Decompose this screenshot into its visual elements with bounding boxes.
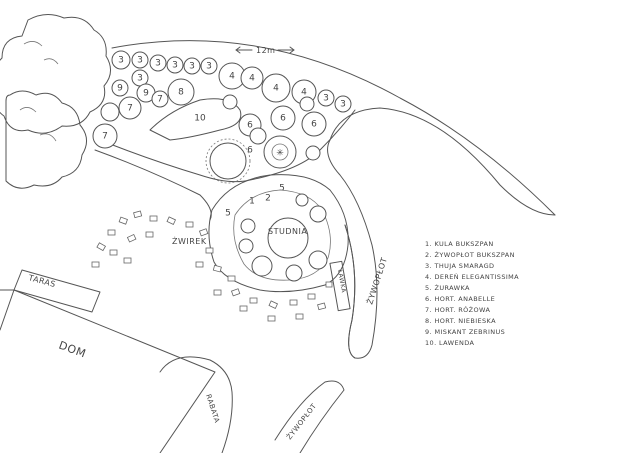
legend-item: 4. DEREŃ ELEGANTISSIMA — [425, 272, 519, 281]
right-path-border-inner — [327, 139, 378, 359]
svg-text:10: 10 — [194, 114, 206, 124]
gravel-stones — [91, 210, 333, 322]
svg-text:3: 3 — [137, 56, 143, 66]
legend-item: 9. MISKANT ZEBRINUS — [425, 328, 505, 336]
svg-text:3: 3 — [118, 56, 124, 66]
terrace — [13, 269, 101, 313]
svg-text:5: 5 — [225, 209, 231, 219]
well-label: STUDNIA — [268, 227, 307, 236]
courtyard-shrubs — [238, 193, 328, 282]
svg-text:7: 7 — [127, 104, 133, 114]
courtyard-inner — [233, 189, 331, 281]
legend-item: 2. ŻYWOPŁOT BUKSZPAN — [425, 250, 515, 259]
svg-text:2: 2 — [265, 194, 271, 204]
svg-text:4: 4 — [229, 72, 235, 82]
bench-label: ŁAWKA — [336, 268, 347, 294]
existing-trees — [0, 14, 111, 189]
svg-text:3: 3 — [189, 62, 195, 72]
svg-text:5: 5 — [279, 184, 285, 194]
miscanthus — [305, 145, 321, 161]
svg-text:3: 3 — [137, 74, 143, 84]
svg-text:6: 6 — [311, 120, 317, 130]
svg-text:3: 3 — [323, 94, 329, 104]
svg-text:3: 3 — [155, 59, 161, 69]
legend-item: 3. THUJA SMARAGD — [425, 262, 494, 270]
svg-text:4: 4 — [249, 74, 255, 84]
legend-item: 1. KULA BUKSZPAN — [425, 240, 494, 248]
top-shrub-row — [92, 50, 352, 149]
svg-text:3: 3 — [172, 61, 178, 71]
svg-text:4: 4 — [273, 84, 279, 94]
legend-item: 10. LAWENDA — [425, 339, 475, 347]
hedge-bottom — [274, 380, 345, 453]
bench — [329, 260, 351, 312]
well — [267, 217, 309, 259]
right-path-border — [329, 107, 556, 216]
plot-boundary — [111, 40, 556, 216]
house-label: DOM — [57, 339, 88, 361]
svg-text:7: 7 — [102, 132, 108, 142]
scale-bar: 12m — [235, 46, 295, 55]
legend-item: 8. HORT. NIEBIESKA — [425, 317, 496, 325]
svg-text:3: 3 — [206, 62, 212, 72]
ornamental-shrub — [263, 135, 297, 169]
legend-item: 7. HORT. RÓŻOWA — [425, 305, 491, 314]
hedge-bottom-label: ŻYWOPŁOT — [284, 401, 318, 441]
svg-text:4: 4 — [301, 88, 307, 98]
svg-text:8: 8 — [178, 88, 184, 98]
terrace-label: TARAS — [27, 273, 57, 289]
svg-text:7: 7 — [157, 95, 163, 105]
gravel-label: ŻWIREK — [172, 236, 207, 246]
bed-border-inner — [149, 98, 242, 141]
lavender-circle — [209, 142, 247, 180]
bed-lower-edge — [94, 149, 212, 221]
svg-text:6: 6 — [280, 114, 286, 124]
svg-text:3: 3 — [340, 100, 346, 110]
svg-text:9: 9 — [117, 84, 123, 94]
svg-text:6: 6 — [247, 121, 253, 131]
hedge-right — [344, 224, 356, 359]
legend: 1. KULA BUKSZPAN 2. ŻYWOPŁOT BUKSZPAN 3.… — [425, 240, 519, 347]
star-icon: ✳ — [276, 149, 284, 159]
svg-text:9: 9 — [143, 89, 149, 99]
scale-label: 12m — [256, 46, 275, 55]
bed-label: RABATA — [204, 393, 221, 424]
svg-text:1: 1 — [249, 197, 255, 207]
legend-item: 5. ŻURAWKA — [425, 283, 470, 292]
svg-text:6: 6 — [247, 146, 253, 156]
flower-bed — [159, 356, 233, 453]
legend-item: 6. HORT. ANABELLE — [425, 295, 495, 303]
house — [0, 289, 216, 453]
